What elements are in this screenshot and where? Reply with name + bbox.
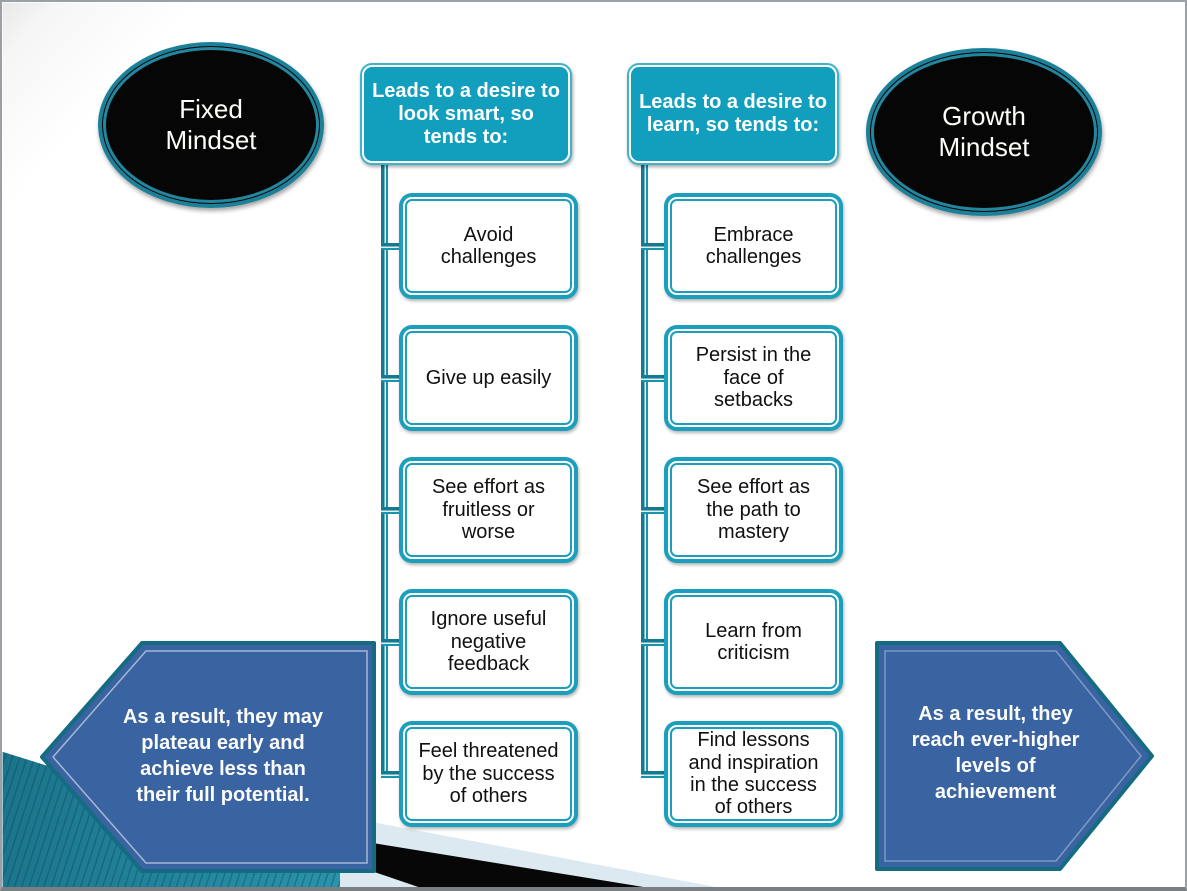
list-item-label: See effort as fruitless or worse bbox=[405, 463, 572, 557]
list-item-label: Give up easily bbox=[405, 331, 572, 425]
fixed-mindset-ellipse: Fixed Mindset bbox=[98, 42, 324, 208]
connector-stub bbox=[381, 771, 402, 778]
list-item-label: Avoid challenges bbox=[405, 199, 572, 293]
list-item-label: Ignore useful negative feedback bbox=[405, 595, 572, 689]
right-result-arrow bbox=[875, 641, 1154, 871]
connector-stub bbox=[641, 507, 667, 514]
connector-stub bbox=[641, 375, 667, 382]
connector-stub bbox=[381, 243, 402, 250]
connector-stub bbox=[641, 771, 667, 778]
list-item-avoid-challenges: Avoid challenges bbox=[399, 193, 578, 299]
connector-stub bbox=[641, 243, 667, 250]
left-result-arrow bbox=[40, 641, 376, 873]
list-item-label: See effort as the path to mastery bbox=[670, 463, 837, 557]
list-item-persist-setbacks: Persist in the face of setbacks bbox=[664, 325, 843, 431]
list-item-effort-fruitless: See effort as fruitless or worse bbox=[399, 457, 578, 563]
fixed-mindset-label: Fixed Mindset bbox=[165, 93, 257, 155]
list-item-label: Persist in the face of setbacks bbox=[670, 331, 837, 425]
list-item-feel-threatened: Feel threatened by the success of others bbox=[399, 721, 578, 827]
list-item-learn-criticism: Learn from criticism bbox=[664, 589, 843, 695]
list-item-label: Feel threatened by the success of others bbox=[405, 727, 572, 821]
right-header-label: Leads to a desire to learn, so tends to: bbox=[631, 67, 835, 161]
right-result-label: As a result, they reach ever-higher leve… bbox=[911, 703, 1080, 803]
growth-mindset-label: Growth Mindset bbox=[938, 100, 1030, 162]
list-item-effort-mastery: See effort as the path to mastery bbox=[664, 457, 843, 563]
growth-mindset-ellipse: Growth Mindset bbox=[866, 48, 1102, 216]
list-item-embrace-challenges: Embrace challenges bbox=[664, 193, 843, 299]
left-connector-line bbox=[381, 162, 388, 777]
list-item-ignore-feedback: Ignore useful negative feedback bbox=[399, 589, 578, 695]
connector-stub bbox=[381, 375, 402, 382]
left-result-label: As a result, they may plateau early and … bbox=[122, 706, 324, 806]
list-item-label: Embrace challenges bbox=[670, 199, 837, 293]
connector-stub bbox=[641, 639, 667, 646]
list-item-find-lessons: Find lessons and inspiration in the succ… bbox=[664, 721, 843, 827]
right-header-shape: Leads to a desire to learn, so tends to: bbox=[627, 63, 839, 165]
list-item-label: Find lessons and inspiration in the succ… bbox=[670, 727, 837, 821]
list-item-give-up-easily: Give up easily bbox=[399, 325, 578, 431]
right-connector-line bbox=[641, 162, 648, 777]
left-header-label: Leads to a desire to look smart, so tend… bbox=[364, 67, 568, 161]
connector-stub bbox=[381, 639, 402, 646]
connector-stub bbox=[381, 507, 402, 514]
left-header-shape: Leads to a desire to look smart, so tend… bbox=[360, 63, 572, 165]
list-item-label: Learn from criticism bbox=[670, 595, 837, 689]
